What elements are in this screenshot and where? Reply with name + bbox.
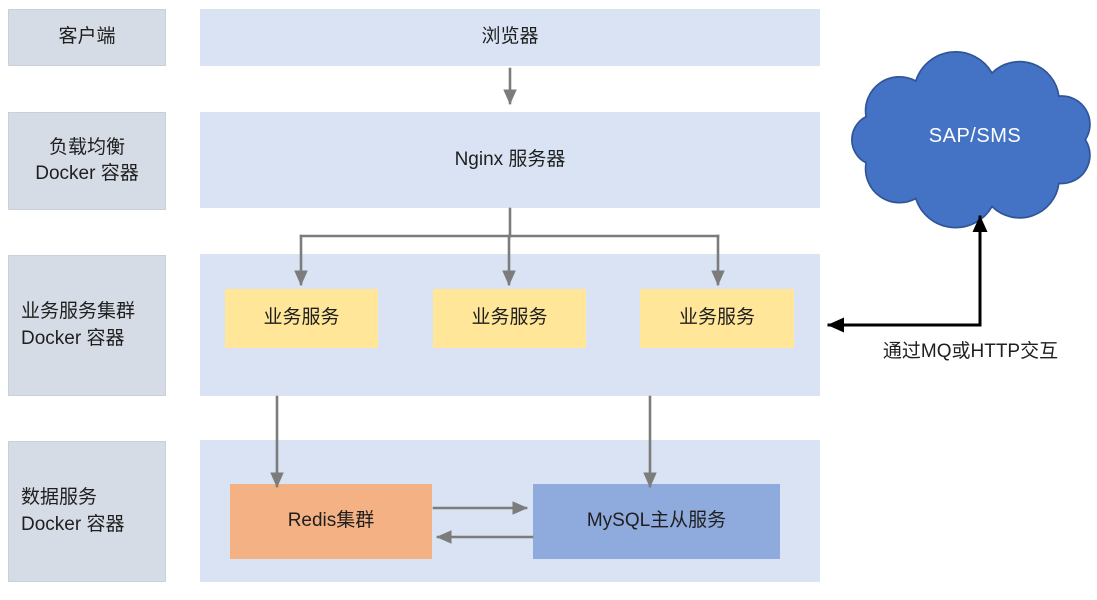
- row-label-business-cluster: 业务服务集群 Docker 容器: [8, 255, 166, 396]
- business-service-node-2: 业务服务: [433, 289, 586, 348]
- browser-node: 浏览器: [200, 9, 820, 66]
- row-label-line: 业务服务集群: [21, 301, 136, 323]
- mysql-node: MySQL主从服务: [533, 484, 780, 559]
- row-label-client: 客户端: [8, 9, 166, 66]
- cloud-label: SAP/SMS: [928, 125, 1022, 147]
- business-service-label: 业务服务: [263, 307, 340, 329]
- row-label-data-service: 数据服务 Docker 容器: [8, 441, 166, 582]
- business-service-node-1: 业务服务: [225, 289, 378, 348]
- row-label-line: 数据服务: [21, 487, 98, 509]
- business-service-node-3: 业务服务: [640, 289, 794, 348]
- row-label-line: Docker 容器: [21, 327, 125, 349]
- row-label-line: 客户端: [58, 26, 116, 48]
- row-label-line: Docker 容器: [35, 163, 139, 184]
- nginx-node: Nginx 服务器: [200, 112, 820, 208]
- mq-http-annotation: 通过MQ或HTTP交互: [882, 341, 1059, 362]
- business-service-label: 业务服务: [471, 307, 548, 329]
- row-label-load-balancer: 负载均衡 Docker 容器: [8, 112, 166, 210]
- business-service-label: 业务服务: [678, 307, 755, 329]
- redis-node: Redis集群: [230, 484, 432, 559]
- mysql-label: MySQL主从服务: [586, 510, 727, 532]
- row-label-line: 负载均衡: [48, 136, 125, 158]
- nginx-label: Nginx 服务器: [454, 148, 566, 170]
- browser-label: 浏览器: [481, 26, 539, 48]
- redis-label: Redis集群: [287, 510, 375, 532]
- row-label-line: Docker 容器: [21, 513, 125, 535]
